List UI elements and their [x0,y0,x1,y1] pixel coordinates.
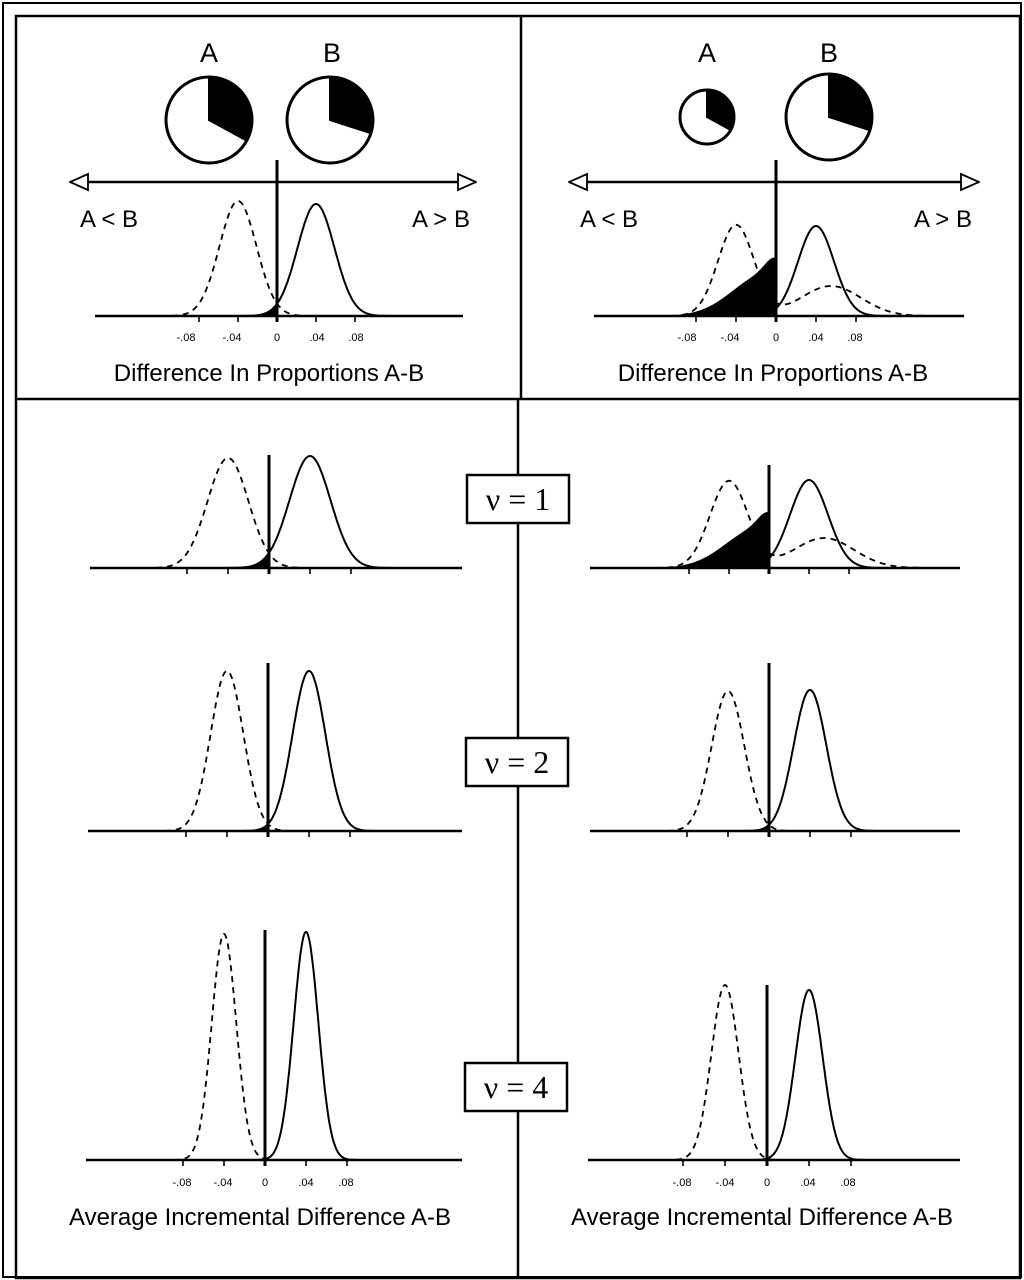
pie-label-b-left: B [323,38,341,68]
tick-label: -.04 [214,1177,233,1189]
tick-label: .04 [800,1177,815,1189]
x-axis-title-top-left: Difference In Proportions A-B [114,360,424,387]
distribution-plot-top-right [594,160,964,322]
pie-slice [329,75,374,135]
tick-labels-bottom-left: -.08 -.04 0 .04 .08 [173,1177,354,1189]
dashed-curve [594,223,964,317]
tick-label: .08 [348,332,363,344]
dashed-curve [590,690,960,832]
shaded-region [590,512,769,568]
pie-label-b-right: B [820,38,838,68]
tick-labels-bottom-right: -.08 -.04 0 .04 .08 [673,1177,856,1189]
distribution-plot-nu-2-left [88,663,462,837]
tick-label: 0 [274,332,280,344]
distribution-plot-nu-2-right [590,663,960,837]
shaded-region [594,257,776,316]
dashed-curve [95,200,463,317]
x-axis-title-bottom-right: Average Incremental Difference A-B [571,1204,953,1231]
tick-label: .04 [808,332,823,344]
a-greater-b-label-right: A > B [914,206,972,233]
a-less-b-label-right: A < B [580,206,638,233]
nu-box-1-label: ν = 1 [486,481,551,517]
tick-label: -.08 [177,332,196,344]
tick-label: -.08 [673,1177,692,1189]
tick-label: -.04 [223,332,242,344]
tick-label: .08 [847,332,862,344]
pie-charts-top-right [678,72,874,162]
tick-label: 0 [773,332,779,344]
distribution-plot-nu-1-left [90,455,462,574]
distribution-plot-nu-4-right [588,984,960,1166]
tick-label: .04 [309,332,324,344]
pie-charts [164,72,874,165]
tick-label: -.04 [716,1177,735,1189]
tick-label: -.08 [173,1177,192,1189]
nu-box-2-label: ν = 2 [485,744,550,780]
pie-slice [208,75,254,143]
a-greater-b-label-left: A > B [412,206,470,233]
tick-labels-top-right: -.08 -.04 0 .04 .08 [678,332,863,344]
tick-label: .08 [338,1177,353,1189]
tick-label: 0 [764,1177,770,1189]
tick-label: .04 [298,1177,313,1189]
pie-label-a-left: A [200,38,218,68]
pie-charts-top-left [164,75,375,165]
nu-box-2: ν = 2 [464,736,570,788]
nu-box-4-label: ν = 4 [484,1069,549,1105]
pie-label-a-right: A [698,38,716,68]
a-less-b-label-left: A < B [80,206,138,233]
nu-box-1: ν = 1 [465,473,571,525]
x-axis-title-top-right: Difference In Proportions A-B [618,360,928,387]
distribution-plots [86,160,964,1166]
nu-box-4: ν = 4 [463,1061,569,1113]
tick-label: -.08 [678,332,697,344]
pie-slice [828,72,873,132]
distribution-plot-top-left [95,160,463,322]
distribution-plot-nu-4-left [86,930,462,1166]
distribution-plot-nu-1-right [590,465,960,574]
tick-label: 0 [262,1177,268,1189]
tick-labels-top-left: -.08 -.04 0 .04 .08 [177,332,364,344]
dashed-curve [90,457,462,569]
x-axis-title-bottom-left: Average Incremental Difference A-B [69,1204,451,1231]
tick-label: -.04 [721,332,740,344]
pie-slice [706,88,736,132]
tick-label: .08 [840,1177,855,1189]
